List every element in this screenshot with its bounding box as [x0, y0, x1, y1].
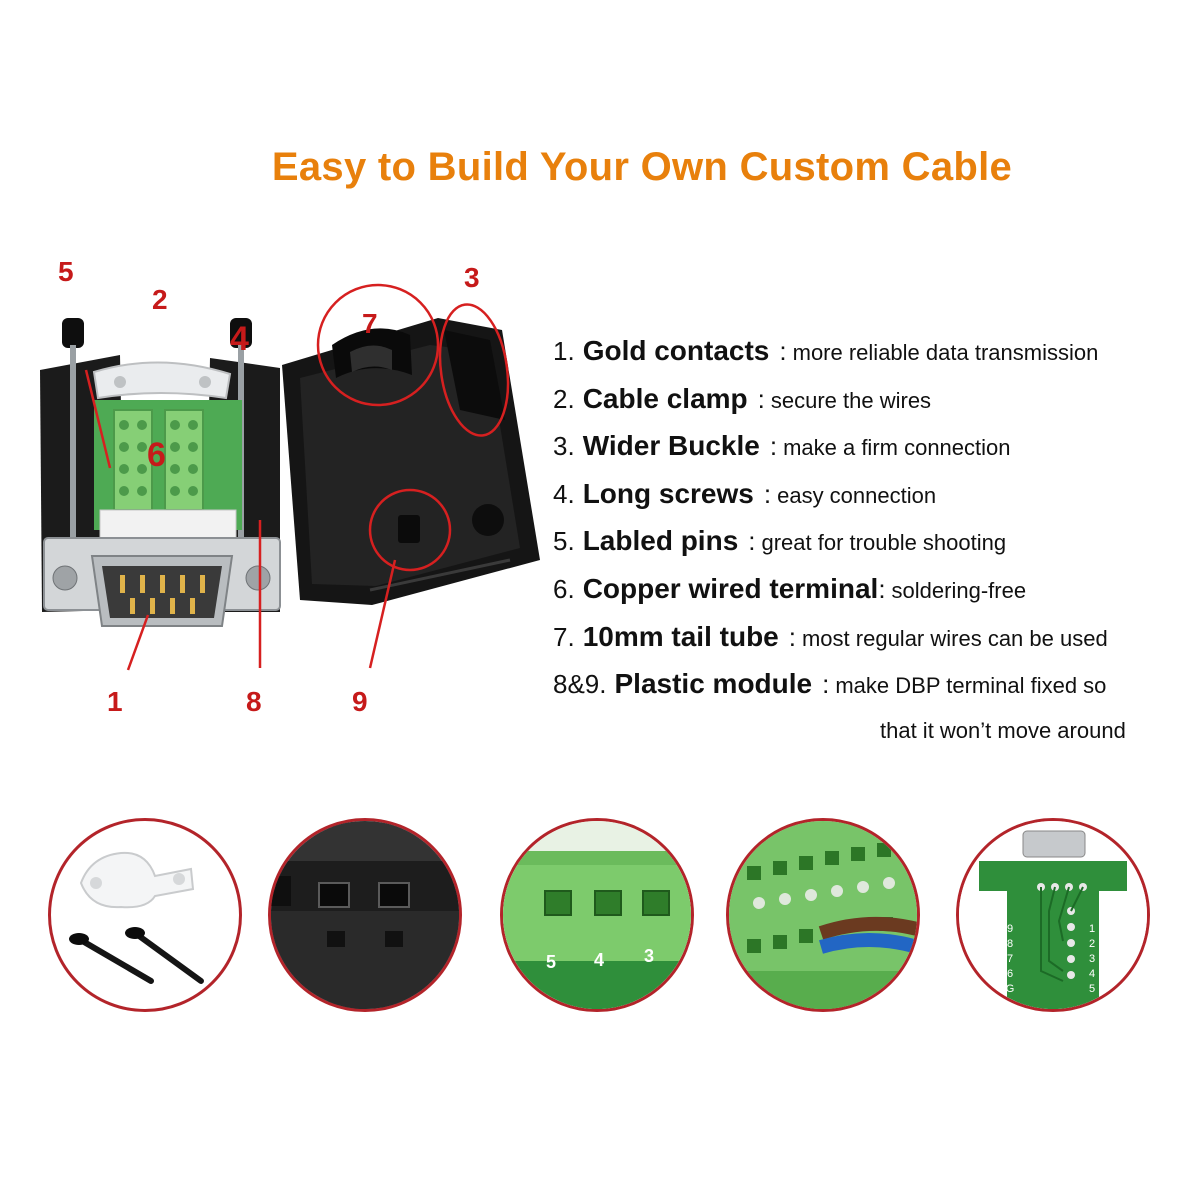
callout-2: 2	[152, 284, 168, 315]
feature-item-continuation: that it won’t move around	[880, 718, 1126, 743]
thumbnail-terminal-labels	[500, 818, 694, 1012]
feature-item: 4. Long screws : easy connection	[553, 477, 937, 509]
callout-6: 6	[147, 436, 166, 474]
screw-head-right	[230, 318, 252, 348]
pcb-labels-right: 1 2 3 4 5	[1088, 923, 1096, 995]
feature-item: 6. Copper wired terminal : soldering-fre…	[553, 572, 1027, 604]
callout-4: 4	[230, 320, 249, 358]
feature-item: 3. Wider Buckle : make a firm connection	[553, 430, 1011, 462]
feature-item: 2. Cable clamp : secure the wires	[553, 382, 932, 414]
page-title: Easy to Build Your Own Custom Cable	[271, 145, 1013, 189]
housing-cover	[282, 318, 540, 605]
callout-8: 8	[246, 686, 262, 717]
callout-3: 3	[464, 262, 480, 293]
callout-5: 5	[58, 256, 74, 287]
thumbnail-copper-wire	[726, 818, 920, 1012]
cable-clamp	[92, 361, 232, 400]
feature-item: 7. 10mm tail tube : most regular wires c…	[553, 620, 1108, 652]
callout-9: 9	[352, 686, 368, 717]
pcb-labels-left: 9 8 7 6 G	[1005, 923, 1015, 995]
thumbnail-clamp-and-screws	[48, 818, 242, 1012]
thumbnail-pcb-pins	[956, 818, 1150, 1012]
feature-item: 8&9. Plastic module : make DBP terminal …	[553, 668, 1107, 700]
terminal-label-3: 3	[644, 946, 655, 966]
terminal-label-4: 4	[594, 950, 605, 970]
callout-1: 1	[107, 686, 123, 717]
connector-body	[40, 318, 281, 627]
callout-7: 7	[362, 308, 378, 339]
thumbnail-buckle	[268, 818, 462, 1012]
feature-item: 1. Gold contacts : more reliable data tr…	[553, 335, 1099, 366]
feature-list: 1. Gold contacts : more reliable data tr…	[553, 335, 1200, 716]
terminal-label-5: 5	[546, 952, 557, 972]
screw-head-left	[62, 318, 84, 348]
callout-markers	[84, 283, 510, 671]
feature-item: 5. Labled pins : great for trouble shoot…	[553, 525, 1007, 557]
product-illustration	[40, 283, 540, 671]
